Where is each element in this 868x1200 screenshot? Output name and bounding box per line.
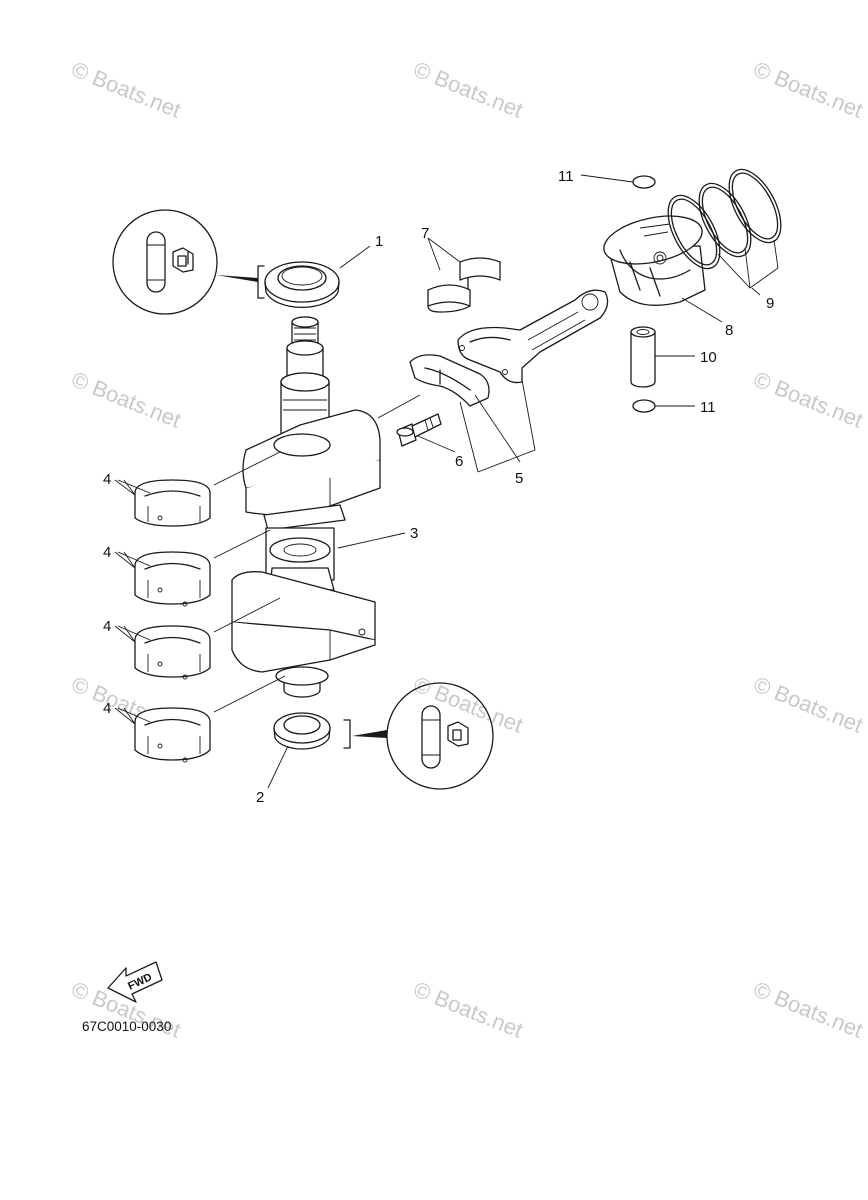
bearing-3: [134, 625, 211, 680]
leader-3: [337, 532, 406, 549]
callout-11: 11: [700, 399, 716, 416]
oil-seal-bottom: [267, 712, 331, 789]
callouts: 1 2 3 4 4 4 4 5 6 7 8 9 10 11 11: [103, 168, 774, 806]
callout-6: 6: [455, 453, 463, 470]
rod-cap: [409, 354, 490, 407]
watermarks: © Boats.net © Boats.net © Boats.net © Bo…: [68, 56, 866, 1042]
callout-8: 8: [725, 322, 733, 339]
callout-10: 10: [700, 349, 717, 366]
piston-rings: [667, 168, 782, 296]
main-bearings: [134, 479, 211, 763]
leader-5c: [474, 394, 521, 463]
oil-seal-top: [264, 245, 371, 309]
fwd-arrow-icon: FWD: [107, 961, 163, 1003]
leader-8: [681, 297, 723, 323]
leader-5b: [459, 401, 479, 473]
callout-9: 9: [766, 295, 774, 312]
bearing-1: [134, 479, 211, 527]
callout-11: 11: [558, 168, 574, 185]
callout-2: 2: [256, 789, 264, 806]
watermark: © Boats.net: [750, 56, 866, 122]
connecting-rod: [457, 289, 609, 384]
crankshaft: [231, 316, 381, 698]
callout-1: 1: [375, 233, 383, 250]
watermark: © Boats.net: [410, 56, 526, 122]
callout-4: 4: [103, 618, 111, 635]
leader-5: [477, 379, 536, 473]
callout-5: 5: [515, 470, 523, 487]
callout-4: 4: [103, 471, 111, 488]
watermark: © Boats.net: [750, 671, 866, 737]
piston-pin: [630, 326, 695, 388]
grease-detail-top: [112, 209, 265, 315]
callout-4: 4: [103, 544, 111, 561]
conrod-bearing: [427, 237, 501, 313]
circlip-top: [580, 174, 656, 189]
bearing-leaders: [114, 451, 286, 725]
watermark: © Boats.net: [750, 366, 866, 432]
callout-3: 3: [410, 525, 418, 542]
grease-detail-bottom: [343, 682, 494, 790]
callout-7: 7: [421, 225, 429, 242]
bearing-2: [134, 551, 211, 607]
diagram-code: 67C0010-0030: [82, 1019, 171, 1034]
callout-4: 4: [103, 700, 111, 717]
rod-bolt: [377, 394, 456, 453]
watermark: © Boats.net: [68, 56, 184, 122]
bearing-4: [134, 707, 211, 763]
watermark: © Boats.net: [68, 366, 184, 432]
circlip-bottom: [632, 399, 695, 413]
watermark: © Boats.net: [410, 976, 526, 1042]
watermark: © Boats.net: [750, 976, 866, 1042]
piston: [603, 215, 706, 306]
